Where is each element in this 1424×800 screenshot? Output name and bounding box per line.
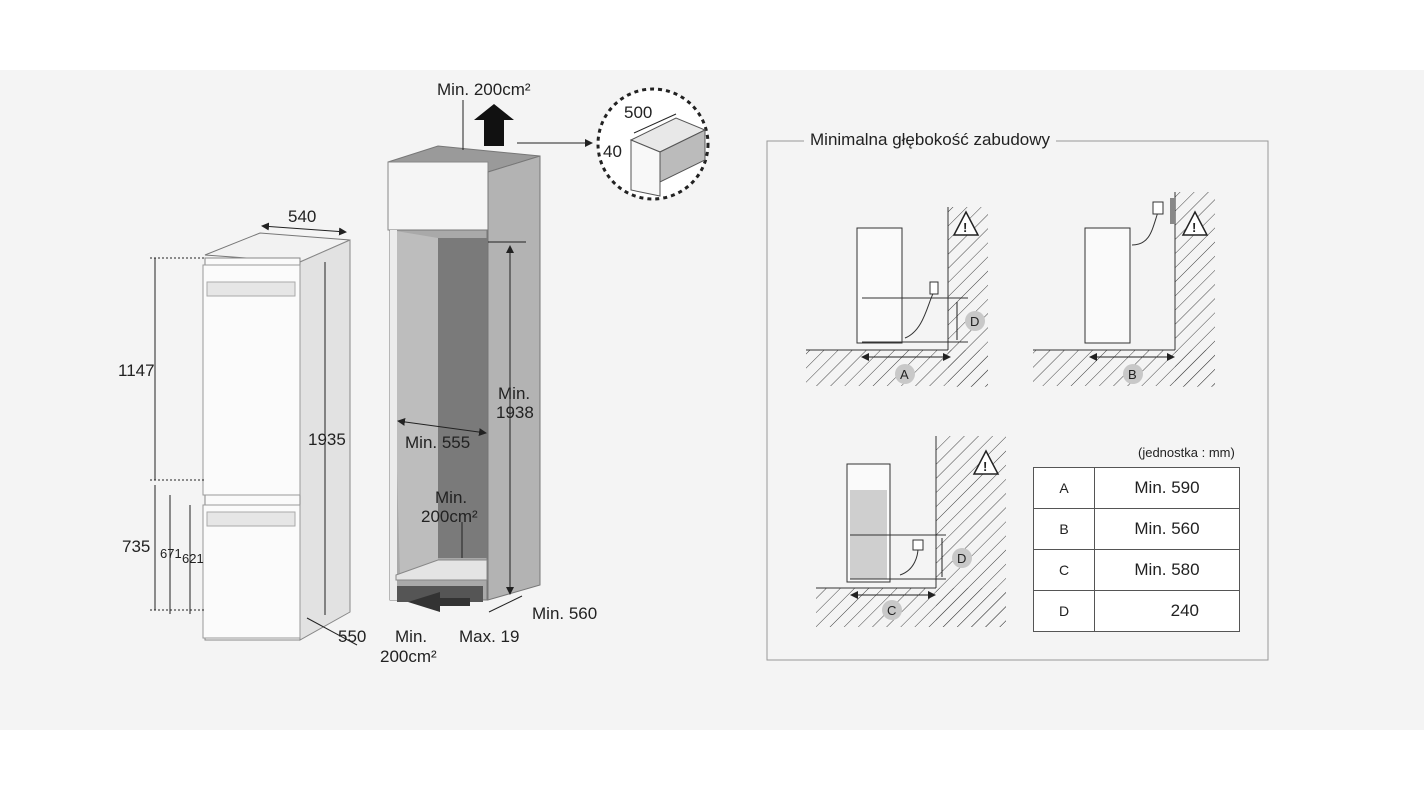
- marker-d-bottom: D: [957, 551, 966, 566]
- scenario-c: ! C D: [816, 436, 1006, 627]
- table-row: D 240: [1033, 590, 1240, 632]
- fridge-drawing: 540 1147 735 671 621 1935 550: [118, 207, 366, 646]
- table-row: C Min. 580: [1033, 549, 1240, 591]
- marker-d-top: D: [970, 314, 979, 329]
- scenario-b: ! B: [1033, 192, 1215, 387]
- row-key: A: [1033, 467, 1095, 509]
- label-mid-vent-area: 200cm²: [421, 507, 478, 526]
- dim-door-621: 621: [182, 551, 204, 566]
- svg-text:!: !: [963, 220, 967, 235]
- marker-c: C: [887, 603, 896, 618]
- row-value: Min. 590: [1094, 467, 1240, 509]
- label-bottom-vent-min: Min.: [395, 627, 427, 646]
- panel-title: Minimalna głębokość zabudowy: [804, 130, 1057, 150]
- table-row: A Min. 590: [1033, 467, 1240, 509]
- detail-width-500: 500: [624, 103, 652, 122]
- dim-lower-735: 735: [122, 537, 150, 556]
- label-top-vent: Min. 200cm²: [437, 80, 531, 99]
- row-key: B: [1033, 508, 1095, 550]
- dim-width-540: 540: [288, 207, 316, 226]
- row-key: D: [1033, 590, 1095, 632]
- label-plinth: Max. 19: [459, 627, 519, 646]
- row-value: 240: [1094, 590, 1240, 632]
- marker-a: A: [900, 367, 909, 382]
- label-bottom-vent-area: 200cm²: [380, 647, 437, 666]
- label-inner-width: Min. 555: [405, 433, 470, 452]
- label-height-1938: 1938: [496, 403, 534, 422]
- detail-height-40: 40: [603, 142, 622, 161]
- dim-upper-1147: 1147: [118, 361, 155, 380]
- unit-note: (jednostka : mm): [1138, 445, 1235, 460]
- row-value: Min. 580: [1094, 549, 1240, 591]
- row-key: C: [1033, 549, 1095, 591]
- marker-b: B: [1128, 367, 1137, 382]
- label-mid-vent-min: Min.: [435, 488, 467, 507]
- row-value: Min. 560: [1094, 508, 1240, 550]
- scenario-a: ! A D: [806, 207, 988, 387]
- cabinet-drawing: Min. 200cm² Min. 1938 Min. 555 Min. 200c…: [380, 80, 710, 666]
- table-row: B Min. 560: [1033, 508, 1240, 550]
- label-depth-560: Min. 560: [532, 604, 597, 623]
- dim-depth-550: 550: [338, 627, 366, 646]
- svg-text:!: !: [983, 459, 987, 474]
- dim-total-1935: 1935: [308, 430, 346, 449]
- label-height-min: Min.: [498, 384, 530, 403]
- dim-door-671: 671: [160, 546, 182, 561]
- svg-text:!: !: [1192, 220, 1196, 235]
- depth-table: A Min. 590 B Min. 560 C Min. 580 D 240: [1033, 467, 1240, 632]
